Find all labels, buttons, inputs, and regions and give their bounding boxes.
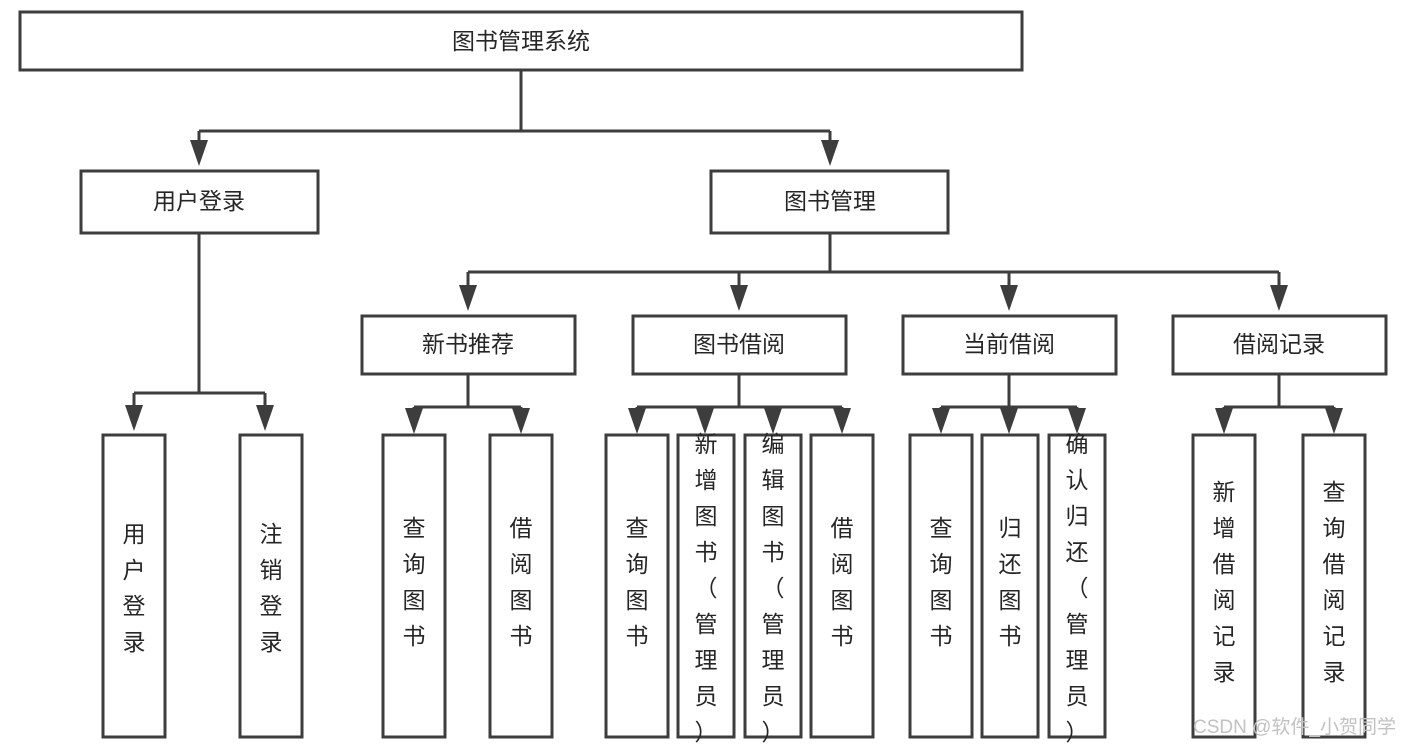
node-new-book-recommend-label: 新书推荐 [422,331,514,357]
leaf-return-book-label: 归还图书 [999,515,1022,649]
leaf-query-book-1-box[interactable] [381,433,447,739]
node-root[interactable]: 图书管理系统 [18,10,1024,72]
leaf-query-book-3-label: 查询图书 [930,515,953,649]
arrow-icon-leaf-query-record [1325,408,1343,434]
leaf-add-record-box[interactable] [1191,433,1257,739]
arrow-icon-current-borrow [1000,285,1018,311]
arrow-icon-leaf-query-book-1 [405,408,423,434]
leaf-add-book[interactable]: 新增图书（管理员） [676,431,736,745]
node-book-management[interactable]: 图书管理 [709,169,950,235]
csdn-watermark: CSDN @软件_小贺同学 [1193,716,1396,738]
leaf-confirm-return[interactable]: 确认归还（管理员） [1047,431,1107,745]
leaf-add-record-label: 新增借阅记录 [1213,479,1236,685]
arrow-icon-leaf-borrow-book-2 [833,408,851,434]
leaf-confirm-return-box[interactable] [1047,433,1107,739]
leaf-query-book-3-box[interactable] [908,433,974,739]
leaf-user-login-label: 用户登录 [123,521,146,655]
node-new-book-recommend-box[interactable] [360,314,577,376]
leaf-edit-book-box[interactable] [743,433,803,739]
leaf-logout-box[interactable] [238,433,304,739]
connector-layer [125,70,1343,434]
leaf-confirm-return-label: 确认归还（管理员） [1066,431,1089,745]
leaf-add-record[interactable]: 新增借阅记录 [1191,433,1257,739]
node-book-borrow-label: 图书借阅 [693,331,785,357]
leaf-borrow-book-2-box[interactable] [809,433,875,739]
leaf-return-book[interactable]: 归还图书 [980,433,1040,739]
node-current-borrow[interactable]: 当前借阅 [901,314,1118,376]
arrow-icon-user-login [190,140,208,166]
arrow-icon-book-borrow [730,285,748,311]
arrow-icon-book-management [821,140,839,166]
node-borrow-record-box[interactable] [1171,314,1388,376]
node-book-borrow-box[interactable] [631,314,848,376]
node-new-book-recommend[interactable]: 新书推荐 [360,314,577,376]
node-book-borrow[interactable]: 图书借阅 [631,314,848,376]
arrow-icon-leaf-add-record [1215,408,1233,434]
arrow-icon-leaf-user-login [125,405,143,431]
leaf-query-record-label: 查询借阅记录 [1323,479,1346,685]
leaf-edit-book-label: 编辑图书（管理员） [762,431,785,745]
leaf-borrow-book-2[interactable]: 借阅图书 [809,433,875,739]
node-user-login-box[interactable] [79,169,320,235]
leaf-add-book-box[interactable] [676,433,736,739]
leaf-query-book-1[interactable]: 查询图书 [381,433,447,739]
leaf-query-record[interactable]: 查询借阅记录 [1301,433,1367,739]
arrow-icon-borrow-record [1270,285,1288,311]
node-book-management-label: 图书管理 [784,188,876,214]
arrow-icon-leaf-borrow-book-1 [512,408,530,434]
node-current-borrow-box[interactable] [901,314,1118,376]
leaf-query-book-1-label: 查询图书 [403,515,426,649]
leaf-borrow-book-1[interactable]: 借阅图书 [488,433,554,739]
leaf-query-book-3[interactable]: 查询图书 [908,433,974,739]
leaf-logout[interactable]: 注销登录 [238,433,304,739]
leaf-logout-label: 注销登录 [260,521,283,655]
node-borrow-record[interactable]: 借阅记录 [1171,314,1388,376]
leaf-user-login-box[interactable] [101,433,167,739]
leaf-query-record-box[interactable] [1301,433,1367,739]
leaf-borrow-book-1-box[interactable] [488,433,554,739]
node-book-management-box[interactable] [709,169,950,235]
arrow-icon-new-book-recommend [459,285,477,311]
leaf-edit-book[interactable]: 编辑图书（管理员） [743,431,803,745]
node-borrow-record-label: 借阅记录 [1233,331,1325,357]
leaf-return-book-box[interactable] [980,433,1040,739]
leaf-add-book-label: 新增图书（管理员） [695,431,718,745]
leaf-borrow-book-1-label: 借阅图书 [510,515,533,649]
node-root-label: 图书管理系统 [452,28,590,54]
node-user-login[interactable]: 用户登录 [79,169,320,235]
leaf-query-book-2-box[interactable] [604,433,670,739]
leaf-user-login[interactable]: 用户登录 [101,433,167,739]
node-user-login-label: 用户登录 [153,188,245,214]
arrow-icon-leaf-query-book-2 [628,408,646,434]
leaf-borrow-book-2-label: 借阅图书 [831,515,854,649]
leaf-query-book-2-label: 查询图书 [626,515,649,649]
node-current-borrow-label: 当前借阅 [963,331,1055,357]
arrow-icon-leaf-logout [256,405,274,431]
arrow-icon-leaf-return-book [1000,408,1018,434]
arrow-icon-leaf-query-book-3 [932,408,950,434]
node-root-box[interactable] [18,10,1024,72]
leaf-query-book-2[interactable]: 查询图书 [604,433,670,739]
